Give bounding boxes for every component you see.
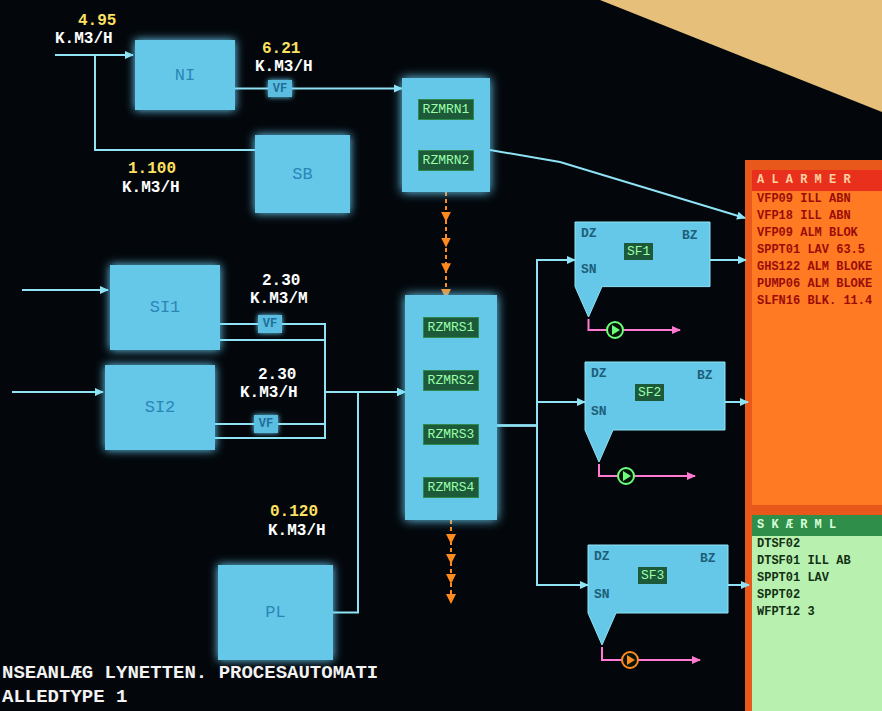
tank-label: RZMRN2: [418, 150, 475, 171]
alarm-line: SPPT01 LAV 63.5: [752, 242, 870, 259]
flow-value: 6.21: [262, 40, 300, 58]
tank-group: RZMRN1RZMRN2: [402, 78, 490, 192]
flow-line: [497, 402, 585, 426]
tank-shape: [585, 362, 725, 462]
process-box: SI2: [105, 365, 215, 450]
outlet-line: [710, 259, 746, 261]
process-box: PL: [218, 565, 333, 660]
zone-label: SN: [591, 404, 607, 419]
outlet-line: [725, 401, 748, 403]
tank-shape: [588, 545, 728, 645]
tank-shape: [575, 222, 710, 317]
screen-title: ALLEDTYPE 1: [2, 686, 127, 708]
node-label: SB: [292, 165, 312, 184]
tank-label: RZMRS4: [423, 477, 480, 498]
zone-label: DZ: [594, 549, 610, 564]
status-line: WFPT12 3: [752, 604, 820, 621]
zone-label: SF1: [624, 243, 653, 260]
flow-line: [292, 88, 402, 90]
zone-label: BZ: [700, 551, 716, 566]
side-glow: [745, 160, 882, 711]
flow-line: [497, 260, 575, 426]
flow-meter: VF: [258, 315, 282, 333]
status-line: SPPT01 LAV: [752, 570, 834, 587]
flow-line: [235, 88, 268, 90]
process-box: NI: [135, 40, 235, 110]
outlet-line: [728, 584, 749, 586]
status-panel: S K Æ R M LDTSF02DTSF01 ILL ABSPPT01 LAV…: [752, 515, 882, 711]
tank-group: RZMRS1RZMRS2RZMRS3RZMRS4: [405, 295, 497, 520]
node-label: NI: [175, 66, 195, 85]
inlet-line: [22, 289, 108, 291]
flow-value: 1.100: [128, 160, 176, 178]
zone-label: SF3: [638, 567, 667, 584]
panel-heading: S K Æ R M L: [752, 515, 882, 536]
node-label: VF: [263, 317, 277, 331]
zone-label: SN: [594, 587, 610, 602]
flow-value: K.M3/H: [268, 522, 326, 540]
inlet-line: [12, 391, 103, 393]
alarm-line: VFP18 ILL ABN: [752, 208, 856, 225]
flow-value: 2.30: [258, 366, 296, 384]
sludge-line: [602, 647, 700, 660]
alarm-line: GHS122 ALM BLOKE: [752, 259, 877, 276]
tank-label: RZMRS3: [423, 424, 480, 445]
sludge-line: [599, 464, 695, 476]
alarm-panel: A L A R M E RVFP09 ILL ABNVFP18 ILL ABNV…: [752, 170, 882, 505]
alarm-line: VFP09 ILL ABN: [752, 191, 856, 208]
flow-line: [333, 392, 405, 613]
zone-label: SF2: [635, 384, 664, 401]
zone-label: BZ: [682, 228, 698, 243]
zone-label: BZ: [697, 368, 713, 383]
sludge-line: [589, 319, 681, 330]
settling-tank: DZ SF2 BZ SN: [585, 362, 725, 462]
screen-title: NSEANLÆG LYNETTEN. PROCESAUTOMATI: [2, 662, 378, 684]
settling-tank: DZ SF3 BZ SN: [588, 545, 728, 645]
tank-label: RZMRS2: [423, 370, 480, 391]
outlet-line: [490, 150, 745, 218]
node-label: VF: [259, 417, 273, 431]
flow-meter: VF: [254, 415, 278, 433]
tank-label: RZMRS1: [423, 317, 480, 338]
process-box: SB: [255, 135, 350, 213]
node-label: SI1: [150, 298, 181, 317]
process-box: SI1: [110, 265, 220, 350]
zone-label: DZ: [581, 226, 597, 241]
flow-value: 2.30: [262, 272, 300, 290]
flow-value: K.M3/H: [55, 30, 113, 48]
zone-label: DZ: [591, 366, 607, 381]
flow-value: 4.95: [78, 12, 116, 30]
alarm-line: PUMP06 ALM BLOKE: [752, 276, 877, 293]
flow-value: K.M3/H: [240, 384, 298, 402]
bypass-line: [220, 339, 325, 341]
settling-tank: DZ SF1 BZ SN: [575, 222, 710, 317]
sludge-flow: [445, 192, 447, 295]
zone-label: SN: [581, 262, 597, 277]
tank-label: RZMRN1: [418, 99, 475, 120]
wall: [600, 0, 882, 112]
status-line: DTSF02: [752, 536, 805, 553]
flow-value: K.M3/H: [255, 58, 313, 76]
alarm-line: VFP09 ALM BLOK: [752, 225, 863, 242]
status-line: SPPT02: [752, 587, 805, 604]
flow-value: K.M3/H: [122, 179, 180, 197]
flow-line: [282, 324, 405, 392]
flow-line: [215, 423, 254, 425]
flow-value: 0.120: [270, 503, 318, 521]
flow-line: [497, 426, 588, 586]
flow-meter: VF: [268, 80, 292, 97]
node-label: VF: [273, 82, 287, 96]
alarm-line: SLFN16 BLK. 11.4: [752, 293, 877, 310]
node-label: SI2: [145, 398, 176, 417]
flow-line: [220, 323, 258, 325]
status-line: DTSF01 ILL AB: [752, 553, 856, 570]
node-label: PL: [265, 603, 285, 622]
flow-value: K.M3/M: [250, 290, 308, 308]
panel-heading: A L A R M E R: [752, 170, 882, 191]
sludge-arrow: [450, 520, 452, 600]
